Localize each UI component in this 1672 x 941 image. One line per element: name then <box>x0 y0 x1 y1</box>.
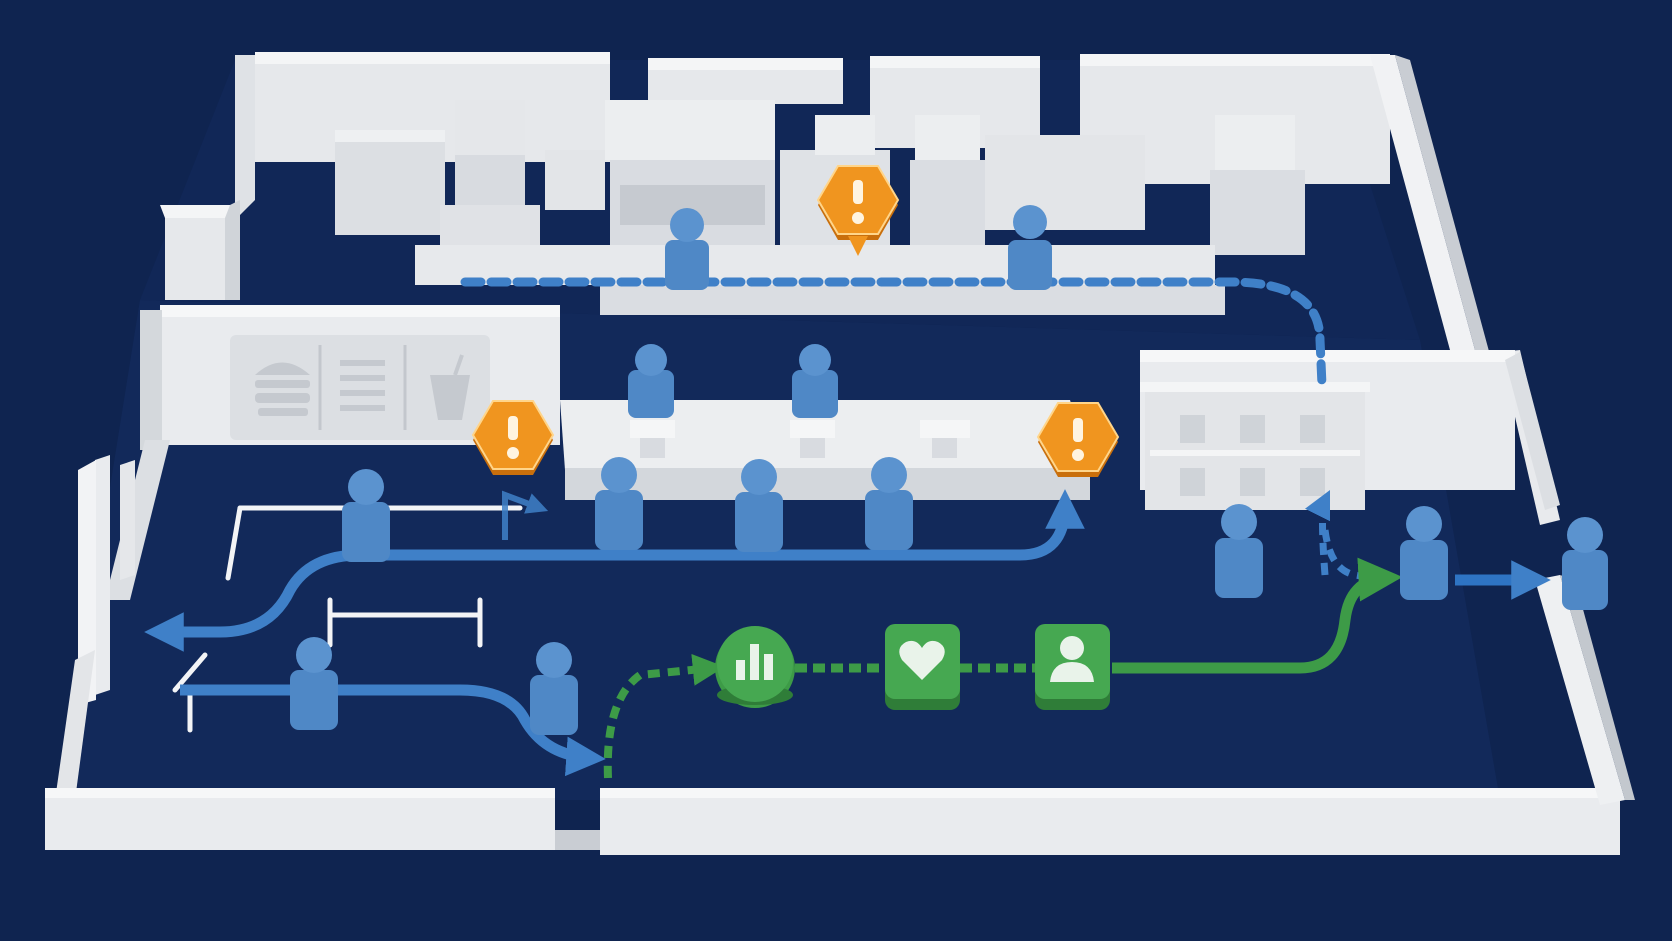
alert-counter[interactable] <box>1036 402 1120 477</box>
kitchen-dotted-path <box>460 277 1327 390</box>
customers-in-queue <box>290 469 578 735</box>
person-figure <box>1215 504 1263 598</box>
exclamation-icon <box>507 416 519 459</box>
bag-icon <box>1180 468 1205 496</box>
pickup-dotted-path <box>1304 489 1331 576</box>
counter-staff <box>628 344 838 418</box>
alert-menu-board[interactable] <box>471 400 555 475</box>
people <box>290 205 1608 735</box>
drink-cup-icon <box>430 354 470 420</box>
counter-access-arrow <box>502 490 549 540</box>
customers-at-pickup <box>1215 504 1608 610</box>
alert-kitchen[interactable] <box>816 165 900 256</box>
bar-chart-icon <box>736 644 773 680</box>
person-figure <box>342 469 390 562</box>
kitchen-left-wall <box>160 55 255 300</box>
bottom-front-wall <box>45 788 1620 855</box>
bag-icon <box>1300 415 1325 443</box>
person-figure <box>665 208 709 290</box>
bag-icon <box>1240 468 1265 496</box>
pickup-shelf <box>1140 382 1370 510</box>
person-figure <box>530 642 578 735</box>
person-figure <box>1008 205 1052 290</box>
pickup-to-exit-dotted <box>1321 529 1386 584</box>
person-figure <box>735 459 783 552</box>
exclamation-icon <box>1072 418 1084 461</box>
digital-entry-dotted <box>603 653 725 779</box>
register-2 <box>790 420 835 458</box>
user-icon <box>1050 636 1094 682</box>
queue-to-counter-path <box>144 489 1085 652</box>
digital-node-loyalty[interactable] <box>885 624 960 710</box>
menu-board <box>230 335 490 440</box>
heart-icon <box>899 640 945 680</box>
register-1 <box>630 420 675 458</box>
person-figure <box>290 637 338 730</box>
right-front-wall <box>1535 575 1635 805</box>
customers-at-counter <box>595 457 913 552</box>
digital-node-customer-profile[interactable] <box>1035 624 1110 710</box>
burger-icon <box>255 362 310 416</box>
digital-to-pickup-path <box>1112 557 1403 674</box>
order-counter <box>560 400 1090 500</box>
bag-icon <box>1240 415 1265 443</box>
register-3 <box>920 420 970 458</box>
customer-flow-paths <box>144 277 1551 777</box>
person-figure <box>865 457 913 550</box>
bag-icon <box>1180 415 1205 443</box>
person-figure <box>1562 517 1608 610</box>
person-figure <box>792 344 838 418</box>
left-outer-wall <box>55 440 170 800</box>
digital-node-analytics[interactable] <box>715 626 795 708</box>
person-figure <box>628 344 674 418</box>
exclamation-icon <box>852 180 864 224</box>
kitchen-staff <box>665 205 1052 290</box>
menu-list-icon <box>340 360 385 411</box>
lower-queue-path <box>180 684 606 777</box>
digital-flow <box>603 557 1403 779</box>
person-figure <box>1400 506 1448 600</box>
person-figure <box>595 457 643 550</box>
bag-icon <box>1300 468 1325 496</box>
